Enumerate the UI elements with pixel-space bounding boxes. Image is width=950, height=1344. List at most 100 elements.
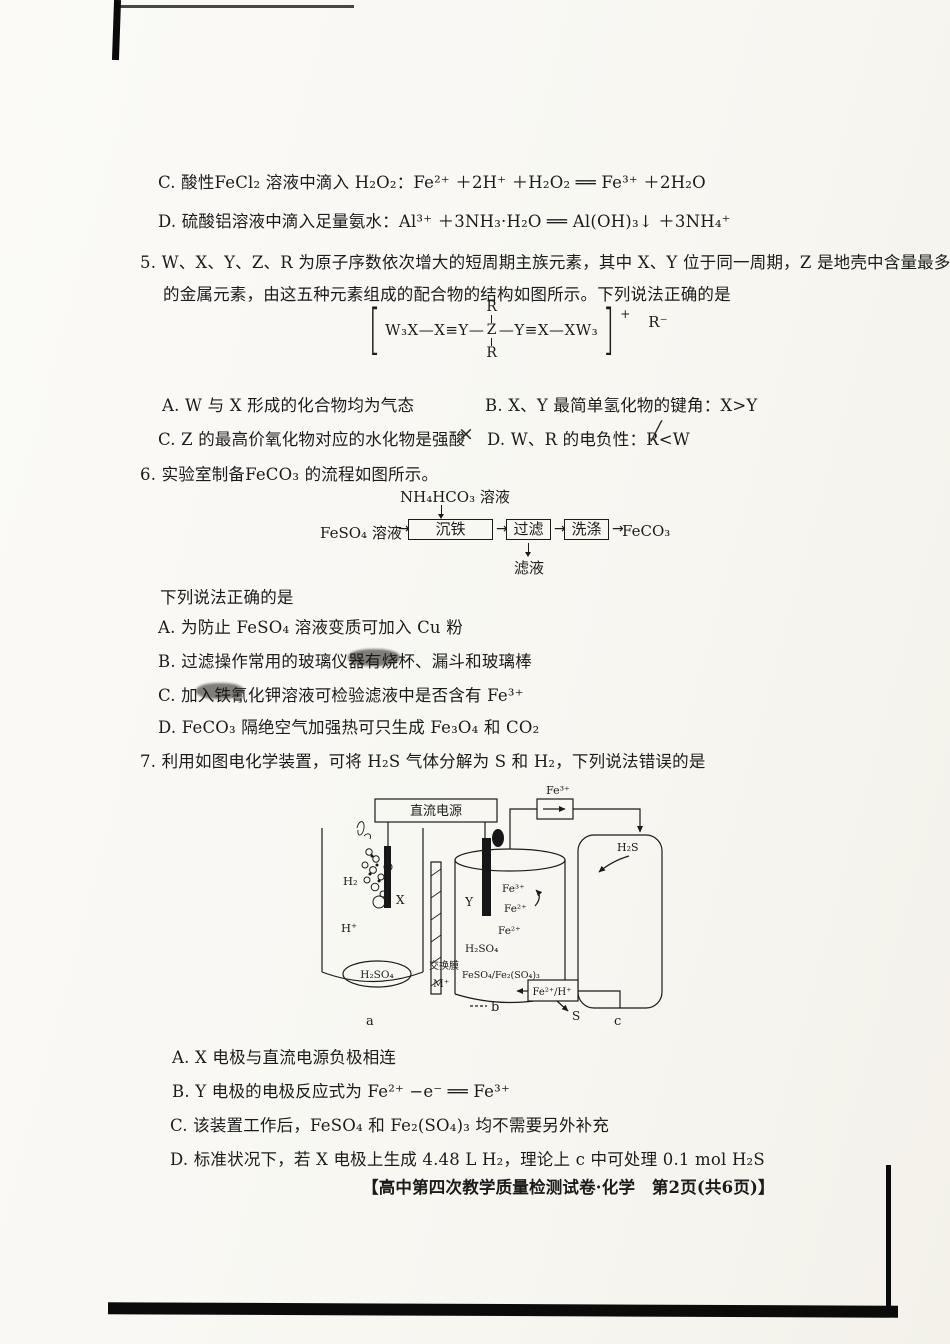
ink-blob	[492, 829, 504, 847]
beaker-b-rim	[454, 848, 566, 872]
flow-step-wash: 洗涤	[564, 519, 609, 540]
q6-option-c: C. 加入铁氰化钾溶液可检验滤液中是否含有 Fe³⁺	[158, 686, 524, 705]
scan-edge-right	[886, 1165, 891, 1315]
bond-top	[491, 314, 493, 323]
scan-edge-bottom	[107, 1302, 899, 1318]
electrolyte-mid-label: FeSO₄/Fe₂(SO₄)₃	[462, 970, 540, 981]
q7-stem: 7. 利用如图电化学装置，可将 H₂S 气体分解为 S 和 H₂，下列说法错误的…	[140, 752, 706, 771]
flow-arrow-1: →	[398, 521, 410, 537]
fe2-lower-label: Fe²⁺	[498, 925, 521, 937]
q4-option-d: D. 硫酸铝溶液中滴入足量氨水：Al³⁺ ＋3NH₃·H₂O ══ Al(OH)…	[158, 212, 731, 231]
structure-chain-right: —Y≡X—XW₃	[498, 321, 599, 339]
flow-downline-1	[441, 505, 442, 515]
pipe-top	[509, 808, 643, 849]
electrode-x-bar	[384, 846, 391, 908]
q5-option-a: A. W 与 X 形成的化合物均为气态	[162, 396, 415, 415]
q5-option-b: B. X、Y 最简单氢化物的键角：X>Y	[485, 396, 758, 415]
fe2-return-box-label: Fe²⁺/H⁺	[533, 987, 572, 998]
handwritten-slash-mark: ╱	[651, 421, 662, 442]
h2-label: H₂	[343, 874, 358, 888]
fe3-pipe-label: Fe³⁺	[546, 784, 570, 797]
membrane-hatch	[430, 868, 442, 987]
ligand-bottom: R	[486, 344, 497, 361]
acid-left-label: H₂SO₄	[360, 969, 393, 981]
flow-step-precipitate-iron: 沉铁	[408, 519, 493, 540]
structure-center-column: R Z R	[486, 298, 497, 361]
m-plus-label: M⁺	[433, 978, 449, 990]
vessel-c	[577, 834, 663, 1009]
q7-option-b: B. Y 电极的电极反应式为 Fe²⁺ −e⁻ ══ Fe³⁺	[172, 1082, 510, 1101]
q5-stem-line2: 的金属元素，由这五种元素组成的配合物的结构如图所示。下列说法正确的是	[163, 285, 731, 304]
q7-option-c: C. 该装置工作后，FeSO₄ 和 Fe₂(SO₄)₃ 均不需要另外补充	[170, 1116, 610, 1135]
sulfur-label: S	[572, 1009, 580, 1023]
bubble-dots	[368, 854, 381, 883]
flow-output: FeCO₃	[622, 522, 671, 540]
q7-option-d: D. 标准状况下，若 X 电极上生成 4.48 L H₂，理论上 c 中可处理 …	[170, 1150, 765, 1169]
q5-option-d: D. W、R 的电负性：R<W	[487, 430, 690, 449]
structure-chain-left: W₃X—X≡Y—	[385, 321, 485, 339]
bracket-left: [	[368, 298, 381, 361]
fe3-cycle-label: Fe³⁺	[502, 883, 525, 895]
q7-option-a: A. X 电极与直流电源负极相连	[172, 1048, 397, 1067]
q6-option-b: B. 过滤操作常用的玻璃仪器有烧杯、漏斗和玻璃棒	[158, 652, 532, 671]
beaker-b-walls	[454, 860, 566, 994]
power-supply-box	[374, 798, 498, 823]
beaker-a-solution-ellipse	[342, 960, 412, 988]
q6-flow-diagram: NH₄HCO₃ 溶液 FeSO₄ 溶液 → 沉铁 → 过滤 → 洗涤 → FeC…	[300, 486, 710, 586]
pipe-bottom	[578, 990, 621, 1008]
q7-electrochemical-diagram: 直流电源 Fe³⁺ H₂S H₂ H⁺ X Y Fe³⁺ Fe²⁺ Fe²⁺ H…	[321, 784, 663, 1029]
flow-downline-2	[528, 543, 529, 553]
page-footer: 【高中第四次教学质量检测试卷·化学 第2页(共6页)】	[362, 1178, 775, 1197]
scan-edge-top	[114, 5, 354, 8]
flow-arrow-3: →	[554, 521, 566, 537]
fe2-return-box	[527, 979, 579, 1002]
q5-structure-diagram: [ W₃X—X≡Y— R Z R —Y≡X—XW₃ ] + R⁻	[364, 300, 668, 360]
electrode-y-label: Y	[464, 895, 474, 909]
q5-stem-line1: 5. W、X、Y、Z、R 为原子序数依次增大的短周期主族元素，其中 X、Y 位于…	[140, 253, 950, 272]
fe2-cycle-label: Fe²⁺	[504, 903, 527, 915]
beaker-a-walls	[321, 828, 424, 972]
electrode-y-bar	[482, 838, 491, 916]
counter-ion: R⁻	[648, 313, 668, 331]
sulfur-out-arrow	[556, 1000, 569, 1012]
power-supply-label: 直流电源	[410, 804, 462, 819]
flow-top-reagent: NH₄HCO₃ 溶液	[400, 488, 510, 506]
h-plus-label: H⁺	[341, 921, 357, 935]
acid-mid-label: H₂SO₄	[465, 943, 498, 955]
flow-input: FeSO₄ 溶液	[320, 524, 402, 542]
h2-bubbles	[361, 848, 393, 909]
ink-smudge-c	[196, 683, 244, 699]
q6-stem: 6. 实验室制备FeCO₃ 的流程如图所示。	[140, 465, 439, 484]
electrode-x-label: X	[396, 893, 405, 907]
flow-arrowhead-2	[525, 552, 531, 557]
q5-option-c: C. Z 的最高价氧化物对应的水化物是强酸	[158, 430, 466, 449]
flow-step-filter: 过滤	[506, 519, 551, 540]
diagram-labels: 直流电源 Fe³⁺ H₂S H₂ H⁺ X Y Fe³⁺ Fe²⁺ Fe²⁺ H…	[341, 784, 639, 1029]
fe-cycle-arrow	[534, 889, 543, 907]
membrane-label: 交换膜	[429, 959, 459, 972]
flow-arrow-4: →	[612, 521, 624, 537]
flow-arrowhead-1	[438, 514, 444, 519]
flow-byproduct: 滤液	[514, 559, 545, 577]
cell-a-label: a	[366, 1014, 374, 1029]
cell-c-label: c	[614, 1014, 621, 1029]
ink-smudge-b	[348, 649, 400, 666]
bracket-right: ]	[602, 298, 615, 361]
h2s-label: H₂S	[617, 841, 639, 854]
bond-bottom	[491, 337, 493, 346]
handwritten-cross-mark: ×	[458, 423, 474, 445]
ink-scribble	[356, 821, 371, 840]
exchange-membrane-bar	[430, 861, 442, 995]
diagram-lines	[321, 798, 663, 1012]
flow-arrow-2: →	[496, 521, 508, 537]
scan-edge-top-left	[111, 0, 122, 61]
q6-prompt: 下列说法正确的是	[160, 588, 294, 607]
complex-charge: +	[620, 307, 631, 321]
ligand-top: R	[486, 298, 497, 315]
beaker-a-bottom	[321, 971, 424, 983]
h2s-inlet-arrow	[598, 855, 630, 873]
q6-option-d: D. FeCO₃ 隔绝空气加强热可只生成 Fe₃O₄ 和 CO₂	[158, 718, 540, 737]
q6-option-a: A. 为防止 FeSO₄ 溶液变质可加入 Cu 粉	[158, 618, 463, 637]
electrodes	[384, 829, 504, 916]
